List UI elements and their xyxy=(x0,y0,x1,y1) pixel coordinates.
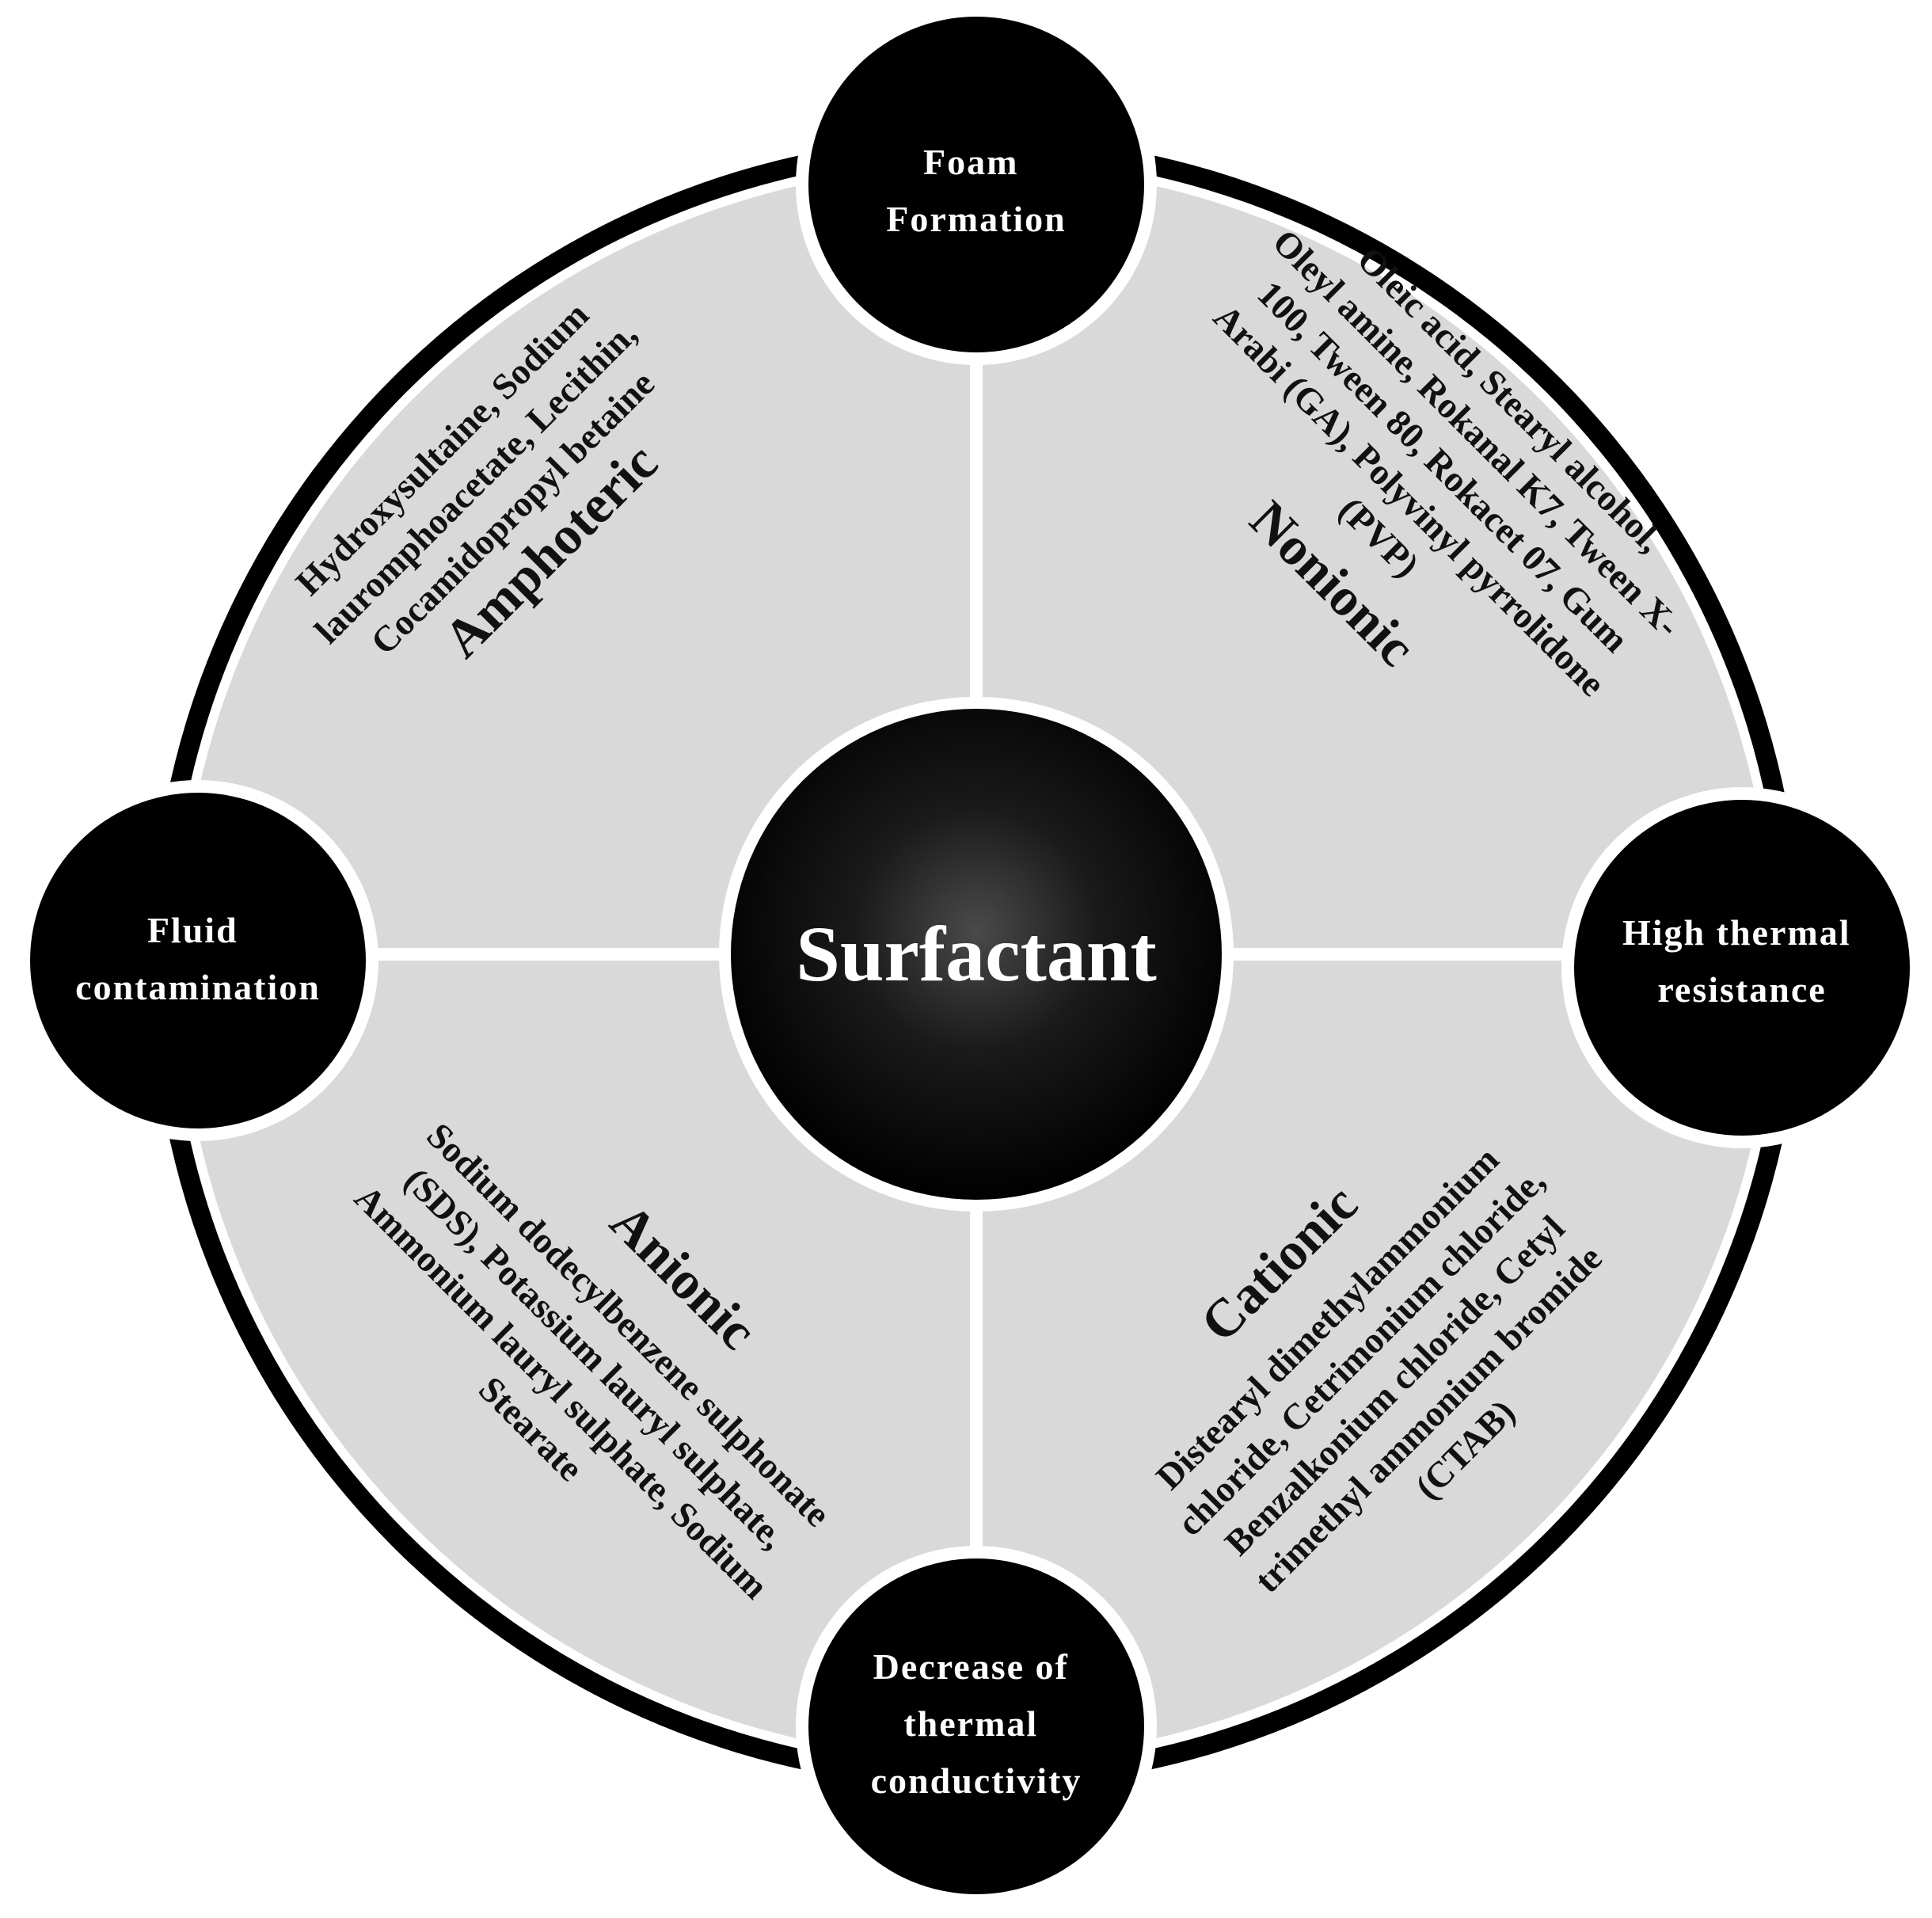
node-bottom-line: Decrease of xyxy=(873,1646,1069,1687)
node-right-line: High thermal xyxy=(1622,912,1850,953)
center-label: Surfactant xyxy=(796,910,1157,998)
node-top-line: Formation xyxy=(886,199,1067,239)
node-right-line: resistance xyxy=(1657,969,1826,1010)
svg-text:Decrease of thermal: Decrease of thermal conductivity xyxy=(871,1646,1082,1801)
node-fluid-contamination: Fluid contamination xyxy=(17,780,378,1141)
node-left-line: Fluid xyxy=(147,910,238,950)
node-bottom-line: thermal xyxy=(903,1703,1038,1744)
node-high-thermal-resistance: High thermal resistance xyxy=(1561,787,1922,1148)
node-foam-formation: Foam Formation xyxy=(796,4,1157,365)
node-decrease-thermal-conductivity: Decrease of thermal conductivity xyxy=(796,1546,1157,1907)
svg-text:Foam Formation: Foam Formation xyxy=(886,142,1067,239)
svg-text:Fluid contamination: Fluid contamination xyxy=(75,910,321,1007)
node-left-line: contamination xyxy=(75,967,321,1007)
svg-text:High thermal resistance: High thermal resistance xyxy=(1622,912,1862,1010)
center-circle xyxy=(731,709,1222,1200)
node-top-line: Foam xyxy=(923,142,1018,182)
node-bottom-line: conductivity xyxy=(871,1760,1082,1801)
